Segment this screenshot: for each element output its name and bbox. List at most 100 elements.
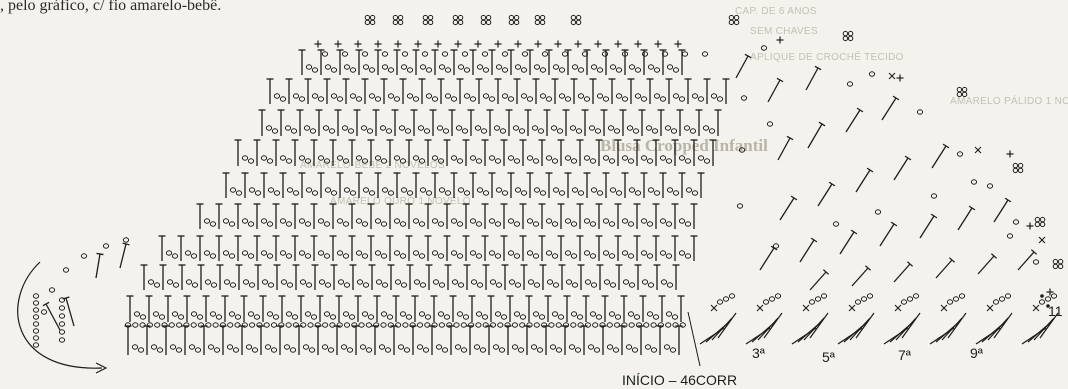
double-crochet-symbol [723,79,730,104]
chain-stitch-symbol [1033,260,1038,264]
chain-stitch-symbol [224,280,229,284]
chain-stitch-symbol [502,191,507,195]
double-crochet-symbol [464,265,471,290]
chain-stitch-symbol [264,323,269,327]
chain-stitch-symbol [454,323,459,327]
chain-stitch-symbol [464,68,469,72]
chain-stitch-symbol [666,323,671,327]
chain-stitch-symbol [305,222,310,226]
double-crochet-symbol [483,265,490,290]
chain-stitch-symbol [565,219,570,223]
chain-stitch-symbol [344,188,349,192]
chain-stitch-symbol [470,251,475,255]
chain-stitch-symbol [375,219,380,223]
chain-stitch-symbol [417,345,422,349]
chain-stitch-symbol [432,97,437,101]
double-crochet-symbol [127,296,134,322]
chain-stitch-symbol [547,280,552,284]
chain-stitch-symbol [419,254,424,258]
chain-stitch-symbol [381,254,386,258]
chain-stitch-symbol [323,126,328,130]
picot-cluster-symbol [423,15,433,24]
chain-stitch-symbol [59,306,64,310]
chain-stitch-symbol [249,283,254,287]
double-crochet-symbol [463,236,470,261]
chain-stitch-symbol [622,219,627,223]
double-crochet-symbol [438,79,445,104]
chain-stitch-symbol [470,219,475,223]
chain-stitch-symbol [570,126,575,130]
double-crochet-symbol [463,140,470,166]
double-crochet-symbol [292,140,299,166]
chain-stitch-symbol [325,283,330,287]
chain-stitch-symbol [520,315,525,319]
double-crochet-symbol [368,204,375,229]
picot-cluster-symbol [1013,163,1023,172]
chain-stitch-symbol [698,97,703,101]
double-crochet-symbol [331,265,338,290]
single-crochet-symbol [555,41,562,48]
chain-stitch-symbol [515,65,520,69]
double-crochet-symbol [425,204,432,229]
double-crochet-symbol [425,236,432,261]
chain-stitch-symbol [515,188,520,192]
chain-stitch-symbol [274,94,279,98]
double-crochet-symbol [660,173,667,198]
chain-stitch-symbol [578,191,583,195]
chain-stitch-symbol [614,129,619,133]
chain-stitch-symbol [652,129,657,133]
chain-stitch-symbol [648,188,653,192]
chain-stitch-symbol [59,330,64,334]
chain-stitch-symbol [438,254,443,258]
chain-stitch-symbol [342,52,347,56]
double-crochet-symbol [292,204,299,229]
chain-stitch-symbol [571,323,576,327]
double-crochet-symbol [539,204,546,229]
chain-stitch-symbol [533,159,538,163]
chain-stitch-symbol [254,315,259,319]
chain-stitch-symbol [457,312,462,316]
double-crochet-symbol [449,110,456,136]
double-crochet-symbol [486,326,493,355]
double-crochet-symbol [311,140,318,166]
chain-stitch-symbol [532,126,537,130]
double-crochet-symbol [444,140,451,166]
chain-stitch-symbol [407,94,412,98]
double-crochet-symbol [350,265,357,290]
double-crochet-symbol [659,296,666,322]
chain-stitch-symbol [366,323,371,327]
chain-stitch-symbol [557,129,562,133]
chain-stitch-symbol [197,315,202,319]
chain-stitch-symbol [394,156,399,160]
chain-stitch-symbol [629,65,634,69]
row-label-9: 9ª [970,345,983,361]
chain-stitch-symbol [426,94,431,98]
chain-stitch-symbol [400,222,405,226]
double-crochet-symbol [425,140,432,166]
slanted-double-crochet-symbol [780,196,797,220]
scallop-fan-symbol [792,313,828,344]
slanted-double-crochet-symbol [96,253,103,278]
chain-stitch-symbol [236,191,241,195]
double-crochet-symbol [634,236,641,261]
chain-stitch-symbol [432,156,437,160]
double-crochet-symbol [710,140,717,166]
chain-stitch-symbol [546,156,551,160]
double-crochet-symbol [505,326,512,355]
single-crochet-symbol [897,75,904,82]
single-crochet-symbol [315,41,322,48]
chain-stitch-symbol [318,97,323,101]
chain-stitch-symbol [343,159,348,163]
double-crochet-symbol [406,140,413,166]
chain-stitch-symbol [685,159,690,163]
chain-stitch-symbol [534,188,539,192]
chain-stitch-symbol [380,126,385,130]
picot-cluster-symbol [481,15,491,24]
chain-stitch-symbol [350,191,355,195]
chain-stitch-symbol [395,280,400,284]
chain-stitch-symbol [369,94,374,98]
chain-stitch-symbol [682,52,687,56]
chain-stitch-symbol [350,68,355,72]
chain-stitch-symbol [647,254,652,258]
chain-stitch-symbol [363,188,368,192]
